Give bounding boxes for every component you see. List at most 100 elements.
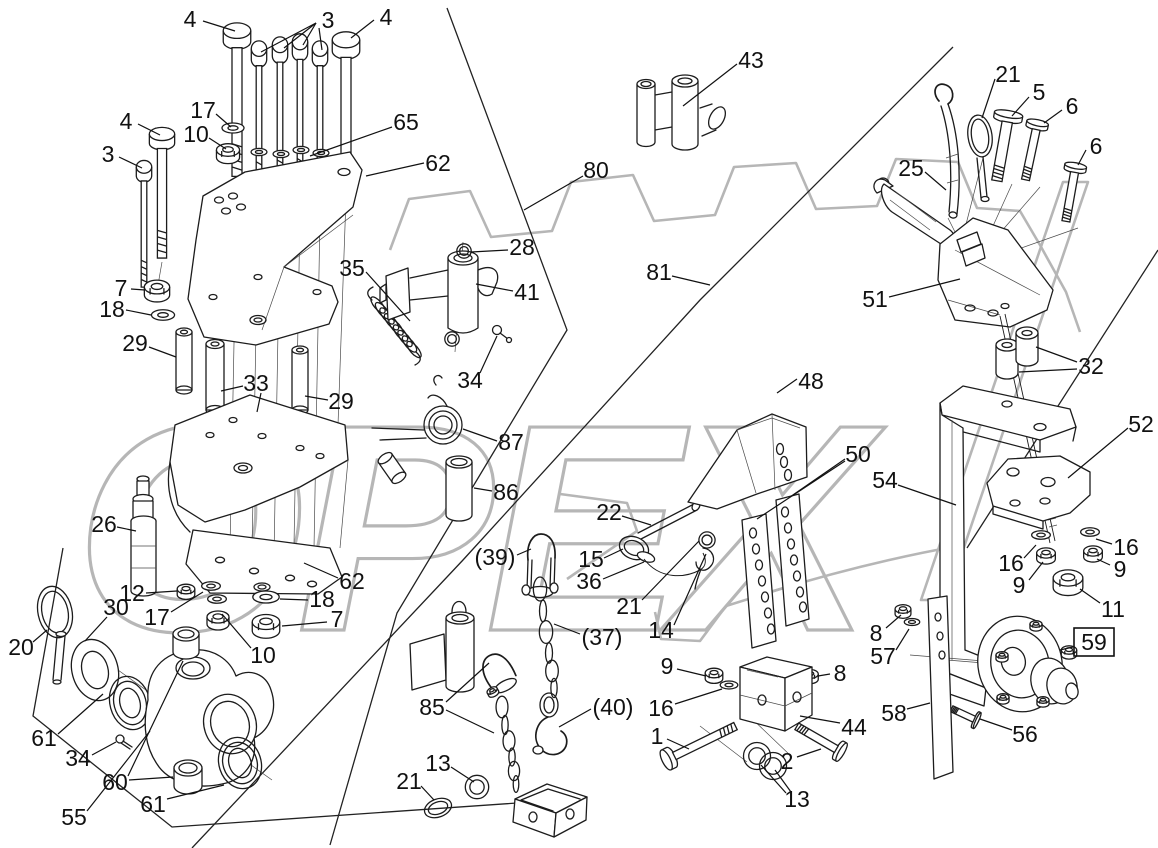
label-box xyxy=(1073,627,1115,657)
part-label-7: 7 xyxy=(281,606,343,632)
leader-line xyxy=(674,688,723,705)
part-number-text: 1 xyxy=(651,723,664,749)
part-number-text: (37) xyxy=(582,624,623,650)
leader-line xyxy=(1023,544,1037,559)
part-number-text: 17 xyxy=(144,604,170,630)
part-number-text: 9 xyxy=(1013,572,1026,598)
leader-line xyxy=(462,428,498,442)
part-label-10: 10 xyxy=(221,613,276,668)
part-label-5: 5 xyxy=(1011,79,1045,117)
pin-86 xyxy=(445,455,473,522)
part-label-22: 22 xyxy=(596,499,652,526)
part-number-text: 62 xyxy=(425,150,451,176)
shock-absorber-26 xyxy=(130,475,157,597)
hub-group xyxy=(894,527,1103,780)
boundary-lines xyxy=(32,7,1158,848)
leader-line xyxy=(1018,368,1078,373)
leader-line xyxy=(304,395,329,401)
part-number-text: 3 xyxy=(322,7,335,33)
part-label-21: 21 xyxy=(616,540,700,619)
part-label-9: 9 xyxy=(1013,561,1044,598)
part-number-text: 10 xyxy=(250,642,276,668)
part-number-text: 26 xyxy=(91,511,117,537)
leader-line xyxy=(673,553,707,626)
lynch-pin-25 xyxy=(934,83,960,219)
part-number-text: 9 xyxy=(661,653,674,679)
roller-43 xyxy=(636,74,727,151)
leader-line xyxy=(86,730,151,812)
pin-22-group xyxy=(618,500,716,590)
part-number-text: 29 xyxy=(122,330,148,356)
part-number-text: (40) xyxy=(593,694,634,720)
leader-line xyxy=(166,784,225,800)
part-number-text: 4 xyxy=(120,108,133,134)
grease-nipple-34 xyxy=(491,324,513,344)
leader-line xyxy=(981,78,996,119)
part-number-text: 21 xyxy=(616,593,642,619)
part-label-87: 87 xyxy=(462,428,524,455)
part-number-text: 55 xyxy=(61,804,87,830)
part-label-10: 10 xyxy=(183,121,227,150)
part-number-text: 30 xyxy=(103,594,129,620)
part-number-text: 33 xyxy=(243,370,269,396)
part-label-40: (40) xyxy=(558,694,634,728)
leader-line xyxy=(817,673,831,677)
shackle-chain-85 xyxy=(482,653,521,793)
leader-line xyxy=(897,484,957,506)
strip-58 xyxy=(927,595,954,780)
part-label-11: 11 xyxy=(1079,588,1125,622)
part-number-text: 59 xyxy=(1081,629,1107,655)
leader-line xyxy=(220,385,244,392)
part-number-text: 29 xyxy=(328,388,354,414)
leader-line xyxy=(281,621,328,627)
part-label-29: 29 xyxy=(122,330,177,358)
leader-line xyxy=(350,19,375,39)
wheel-hub-59 xyxy=(977,615,1079,713)
leader-line xyxy=(1079,588,1101,604)
part-number-text: 36 xyxy=(576,568,602,594)
part-number-text: 86 xyxy=(493,479,519,505)
part-label-20: 20 xyxy=(8,629,48,660)
part-label-56: 56 xyxy=(979,718,1038,747)
part-number-text: 20 xyxy=(8,634,34,660)
part-number-text: 16 xyxy=(998,550,1024,576)
part-number-text: 43 xyxy=(738,47,764,73)
leader-line xyxy=(888,278,961,298)
part-label-21: 21 xyxy=(981,61,1021,119)
latch-41-group xyxy=(379,241,513,353)
linch-ring-20 xyxy=(36,585,74,639)
leader-line xyxy=(137,123,161,136)
part-label-51: 51 xyxy=(862,278,961,312)
watermark-gear-teeth xyxy=(388,157,1082,333)
part-number-text: 16 xyxy=(1113,534,1139,560)
leader-line xyxy=(256,392,262,413)
leader-line xyxy=(91,741,117,756)
part-number-text: 60 xyxy=(102,769,128,795)
part-number-text: 65 xyxy=(393,109,419,135)
actuator-51 xyxy=(873,177,1054,328)
part-number-text: 6 xyxy=(1066,93,1079,119)
leader-line xyxy=(303,562,339,579)
part-label-26: 26 xyxy=(91,511,137,537)
part-label-36: 36 xyxy=(576,561,645,594)
part-number-text: 25 xyxy=(898,155,924,181)
part-label-18: 18 xyxy=(279,586,335,612)
part-number-text: 52 xyxy=(1128,411,1154,437)
part-label-80: 80 xyxy=(523,157,609,211)
part-label-13: 13 xyxy=(425,750,475,783)
leader-line xyxy=(445,662,490,703)
part-number-text: 41 xyxy=(514,279,540,305)
leader-line xyxy=(57,693,104,735)
leader-line xyxy=(473,487,493,492)
part-label-28: 28 xyxy=(470,234,535,260)
leader-line xyxy=(1067,427,1129,479)
leader-line xyxy=(202,20,236,32)
bearing-housing-group xyxy=(36,581,281,795)
bushing-61-left xyxy=(108,675,152,731)
fastener-set-top-right xyxy=(934,83,1088,253)
leader-line xyxy=(130,288,146,291)
leader-line xyxy=(776,378,798,394)
leader-line xyxy=(666,738,690,750)
leader-line xyxy=(756,460,846,520)
part-label-39: (39) xyxy=(475,544,532,570)
